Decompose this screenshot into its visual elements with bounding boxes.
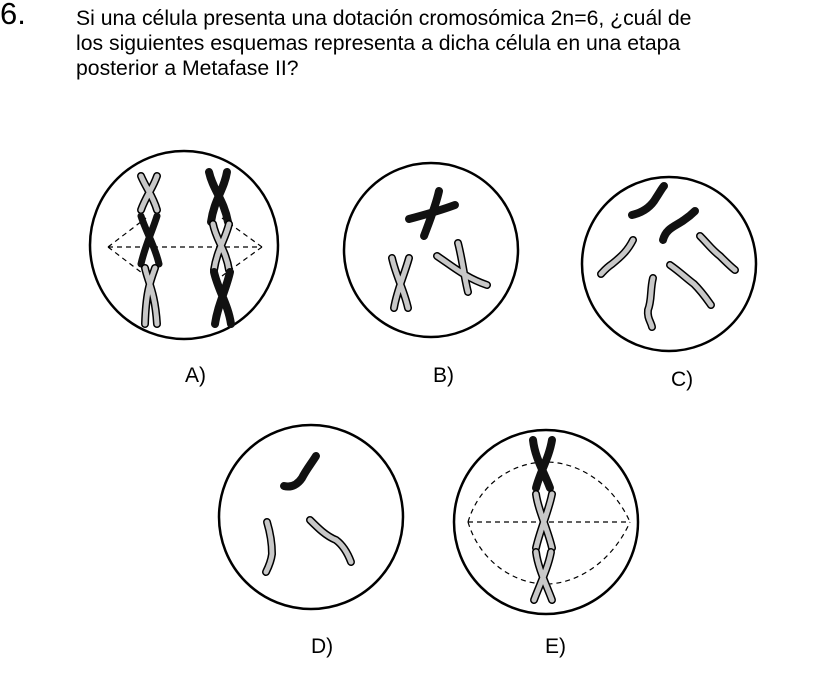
cell-d [217, 423, 405, 611]
question-line-2: los siguientes esquemas representa a dic… [76, 32, 681, 55]
cell-e [452, 428, 640, 616]
question-text: Si una célula presenta una dotación crom… [76, 6, 826, 81]
cell-b [342, 161, 520, 339]
option-label-d: D) [311, 635, 334, 658]
question-number: 6. [0, 0, 26, 31]
question-line-3: posterior a Metafase II? [76, 57, 299, 80]
option-label-c: C) [671, 368, 694, 391]
cell-c [580, 175, 758, 353]
option-label-e: E) [545, 635, 566, 658]
option-label-a: A) [185, 364, 206, 387]
cell-a [88, 149, 280, 341]
question-line-1: Si una célula presenta una dotación crom… [76, 7, 692, 30]
option-label-b: B) [433, 364, 454, 387]
